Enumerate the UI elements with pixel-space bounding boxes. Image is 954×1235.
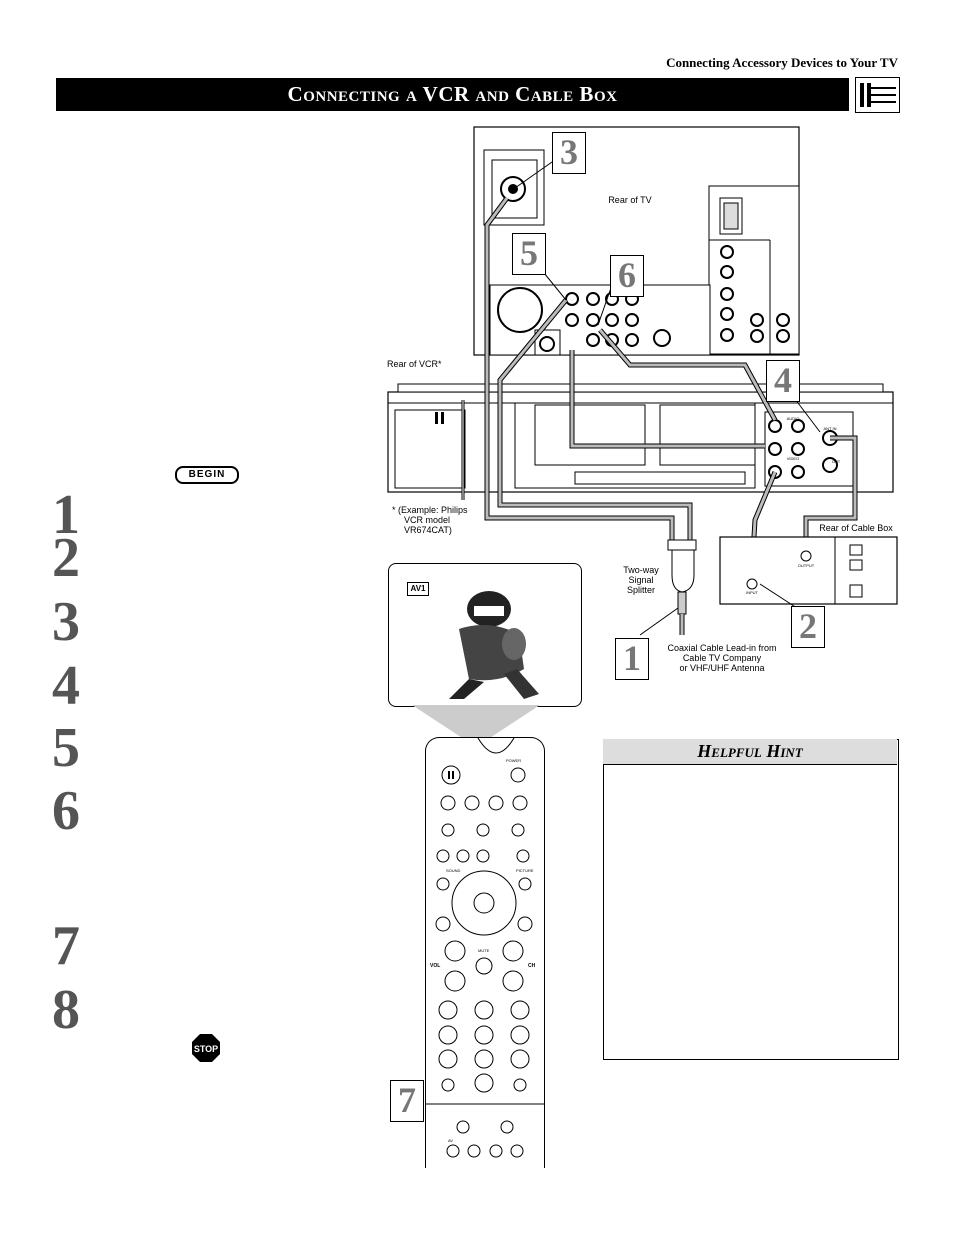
callout-7: 7 [390,1080,424,1122]
svg-text:* (Example: Philips: * (Example: Philips [392,505,468,515]
svg-text:Cable TV Company: Cable TV Company [683,653,762,663]
callout-5: 5 [512,233,546,275]
svg-text:VIDEO: VIDEO [787,456,799,461]
svg-text:VCR model: VCR model [404,515,450,525]
connection-diagram: Rear of TV AUDIO VIDEO ANT IN OUT Rear o… [380,120,910,690]
svg-text:ANT IN: ANT IN [823,426,836,431]
svg-text:or VHF/UHF Antenna: or VHF/UHF Antenna [679,663,764,673]
svg-text:STOP: STOP [194,1044,218,1054]
svg-text:Signal: Signal [628,575,653,585]
cable-box-rear-panel [719,536,898,605]
svg-text:OUTPUT: OUTPUT [798,563,815,568]
svg-text:Rear of TV: Rear of TV [608,195,651,205]
step-number-5: 5 [52,717,80,779]
football-player-image [449,591,539,699]
helpful-hint-title: Helpful Hint [603,739,897,765]
step-number-4: 4 [52,655,80,717]
svg-text:Rear of Cable Box: Rear of Cable Box [819,523,893,533]
begin-badge: BEGIN [175,466,239,484]
stop-badge: STOP [191,1033,221,1063]
section-icon [855,77,900,113]
callout-2: 2 [791,606,825,648]
power-button [510,767,526,783]
svg-text:INPUT: INPUT [746,590,759,595]
remote-control: POWER SOUND PICTURE VOL MUTE CH AV [425,737,545,1168]
page-title: Connecting a VCR and Cable Box [56,78,849,111]
svg-text:Rear of VCR*: Rear of VCR* [387,359,442,369]
svg-text:Splitter: Splitter [627,585,655,595]
step-number-7: 7 [52,915,80,977]
svg-text:Coaxial Cable Lead-in from: Coaxial Cable Lead-in from [667,643,776,653]
callout-6: 6 [610,255,644,297]
callout-3: 3 [552,132,586,174]
step-number-6: 6 [52,780,80,842]
tv-screen: AV1 [388,563,582,707]
step-number-1: 1 [52,484,80,546]
callout-4: 4 [766,360,800,402]
step-number-8: 8 [52,979,80,1041]
step-number-2: 2 [52,527,80,589]
svg-text:OUT: OUT [832,459,841,464]
step-number-3: 3 [52,591,80,653]
section-header: Connecting Accessory Devices to Your TV [666,55,898,70]
svg-text:Two-way: Two-way [623,565,659,575]
callout-1: 1 [615,638,649,680]
screen-channel-label: AV1 [407,582,429,596]
helpful-hint-box [603,739,899,1060]
svg-text:VR674CAT): VR674CAT) [404,525,452,535]
svg-text:AUDIO: AUDIO [787,416,800,421]
